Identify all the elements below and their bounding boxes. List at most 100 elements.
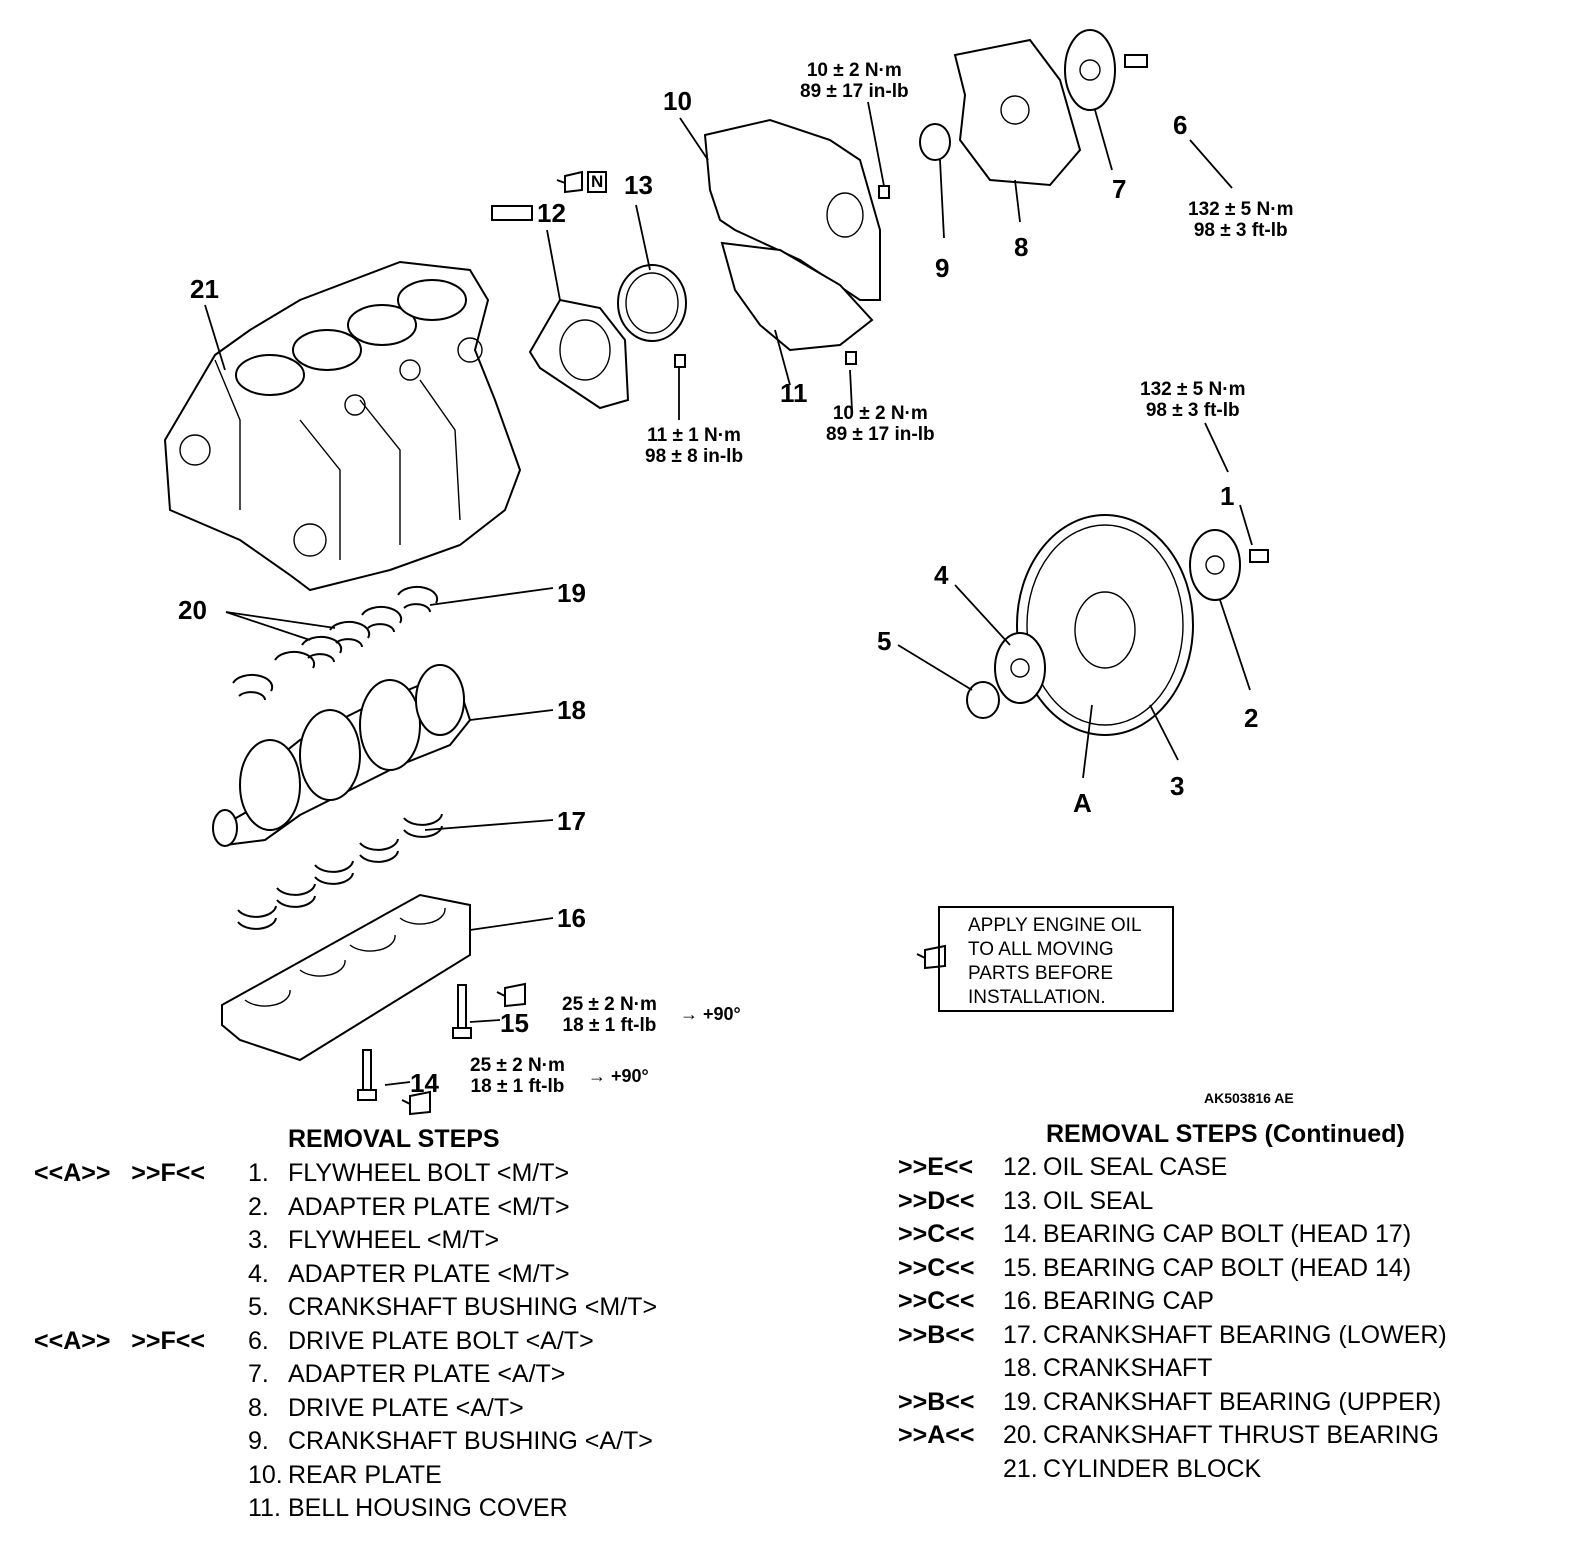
step-text: CRANKSHAFT BEARING (LOWER)	[1043, 1320, 1447, 1349]
rear-plate-drawing	[703, 118, 881, 301]
bearing-cap-drawing	[221, 893, 471, 1062]
step-reference-mark: >>C<<	[898, 1220, 975, 1248]
adapter-plate-at-drawing	[1064, 29, 1116, 111]
callout-4: 4	[934, 560, 949, 590]
step-reference-mark: <<A>> >>F<<	[34, 1159, 205, 1187]
step-reference-mark: >>E<<	[898, 1153, 974, 1181]
step-number: 20.	[1003, 1421, 1038, 1449]
callout-20: 20	[178, 595, 207, 625]
cylinder-block-drawing	[163, 260, 522, 592]
torque-bearing-cap-bolt-15: 25 ± 2 N·m 18 ± 1 ft-lb	[562, 994, 657, 1036]
step-number: 7.	[248, 1360, 269, 1388]
step-text: ADAPTER PLATE <M/T>	[288, 1192, 570, 1221]
oil-can-icon	[401, 1090, 431, 1116]
drive-plate-bolt-drawing	[1124, 54, 1148, 68]
torque-rear-plate-bolt: 10 ± 2 N·m 89 ± 17 in-lb	[800, 60, 909, 102]
drive-plate-drawing	[953, 38, 1082, 187]
callout-13: 13	[624, 170, 653, 200]
step-number: 21.	[1003, 1454, 1038, 1483]
adapter-plate-mt-rear-drawing	[994, 632, 1046, 704]
step-text: CRANKSHAFT BUSHING <M/T>	[288, 1293, 658, 1321]
cover-bolt-drawing	[845, 351, 857, 365]
removal-steps-title: REMOVAL STEPS	[288, 1125, 500, 1153]
step-text: CRANKSHAFT BEARING (UPPER)	[1043, 1387, 1442, 1416]
step-reference-mark: >>D<<	[898, 1186, 975, 1215]
figure-reference-code: AK503816 AE	[1204, 1090, 1294, 1106]
callout-a: A	[1073, 788, 1092, 818]
removal-steps-continued-title: REMOVAL STEPS (Continued)	[1046, 1120, 1405, 1148]
bell-housing-cover-drawing	[720, 241, 874, 352]
step-text: BEARING CAP BOLT (HEAD 17)	[1043, 1220, 1412, 1248]
step-text: ADAPTER PLATE <A/T>	[288, 1360, 566, 1388]
note-line-3: PARTS BEFORE	[968, 963, 1113, 984]
step-number: 10.	[248, 1460, 283, 1489]
step-reference-mark: >>A<<	[898, 1421, 975, 1449]
sealant-tube-icon	[491, 205, 533, 221]
step-number: 17.	[1003, 1320, 1038, 1349]
seal-case-bolt-drawing	[674, 354, 686, 368]
step-number: 4.	[248, 1259, 269, 1288]
step-text: OIL SEAL	[1043, 1186, 1154, 1215]
callout-10: 10	[663, 86, 692, 116]
torque-drive-plate-bolt: 132 ± 5 N·m 98 ± 3 ft-lb	[1188, 199, 1294, 241]
callout-18: 18	[557, 695, 586, 725]
step-text: CRANKSHAFT BUSHING <A/T>	[288, 1427, 653, 1455]
step-text: DRIVE PLATE <A/T>	[288, 1393, 524, 1422]
step-number: 12.	[1003, 1153, 1038, 1181]
step-number: 5.	[248, 1293, 269, 1321]
step-text: OIL SEAL CASE	[1043, 1153, 1228, 1181]
exploded-engine-diagram	[163, 29, 1269, 1116]
step-reference-mark: >>C<<	[898, 1287, 975, 1315]
callout-17: 17	[557, 806, 586, 836]
callout-8: 8	[1014, 232, 1029, 262]
crankshaft-bushing-at-drawing	[919, 123, 951, 161]
step-number: 16.	[1003, 1287, 1038, 1315]
step-number: 14.	[1003, 1220, 1038, 1248]
adapter-plate-mt-front-drawing	[1189, 529, 1241, 601]
oil-can-icon	[496, 982, 526, 1008]
leader-lines	[204, 101, 1253, 1086]
torque-flywheel-bolt: 132 ± 5 N·m 98 ± 3 ft-lb	[1140, 379, 1246, 421]
callout-16: 16	[557, 903, 586, 933]
callout-19: 19	[557, 578, 586, 608]
step-text: ADAPTER PLATE <M/T>	[288, 1259, 570, 1288]
flywheel-bolt-drawing	[1249, 549, 1269, 563]
callout-14: 14	[410, 1068, 439, 1098]
engine-oil-note: APPLY ENGINE OIL TO ALL MOVING PARTS BEF…	[938, 906, 1174, 1012]
callout-9: 9	[935, 253, 950, 283]
step-number: 18.	[1003, 1354, 1038, 1382]
oil-seal-case-drawing	[528, 298, 630, 410]
callout-2: 2	[1244, 703, 1259, 733]
angle-bearing-cap-bolt-14: → +90°	[588, 1066, 649, 1086]
step-reference-mark: <<A>> >>F<<	[34, 1326, 205, 1355]
flywheel-drawing	[1016, 514, 1194, 736]
step-number: 9.	[248, 1427, 269, 1455]
step-text: CYLINDER BLOCK	[1043, 1454, 1262, 1483]
step-number: 3.	[248, 1226, 269, 1254]
callout-1: 1	[1220, 481, 1235, 511]
step-number: 2.	[248, 1192, 269, 1221]
step-reference-mark: >>B<<	[898, 1387, 975, 1416]
callout-7: 7	[1112, 174, 1127, 204]
step-number: 8.	[248, 1393, 269, 1422]
step-number: 6.	[248, 1326, 269, 1355]
new-part-icon	[587, 171, 607, 193]
oil-can-icon	[556, 170, 583, 194]
step-text: CRANKSHAFT THRUST BEARING	[1043, 1421, 1439, 1449]
torque-oil-seal-case-bolt: 11 ± 1 N·m 98 ± 8 in-lb	[645, 425, 744, 467]
step-text: BELL HOUSING COVER	[288, 1494, 568, 1522]
callout-11: 11	[780, 378, 808, 408]
bearing-cap-bolts-drawing	[357, 984, 472, 1101]
step-reference-mark: >>C<<	[898, 1253, 975, 1282]
step-text: BEARING CAP BOLT (HEAD 14)	[1043, 1253, 1412, 1282]
step-text: DRIVE PLATE BOLT <A/T>	[288, 1326, 594, 1355]
crankshaft-bushing-mt-drawing	[966, 681, 1000, 719]
step-text: FLYWHEEL BOLT <M/T>	[288, 1159, 570, 1187]
callout-5: 5	[877, 626, 892, 656]
callout-3: 3	[1170, 771, 1185, 801]
step-number: 1.	[248, 1159, 269, 1187]
rear-plate-bolt-drawing	[878, 185, 890, 199]
callout-6: 6	[1173, 110, 1188, 140]
angle-bearing-cap-bolt-15: → +90°	[680, 1004, 741, 1024]
note-line-2: TO ALL MOVING	[968, 939, 1114, 960]
